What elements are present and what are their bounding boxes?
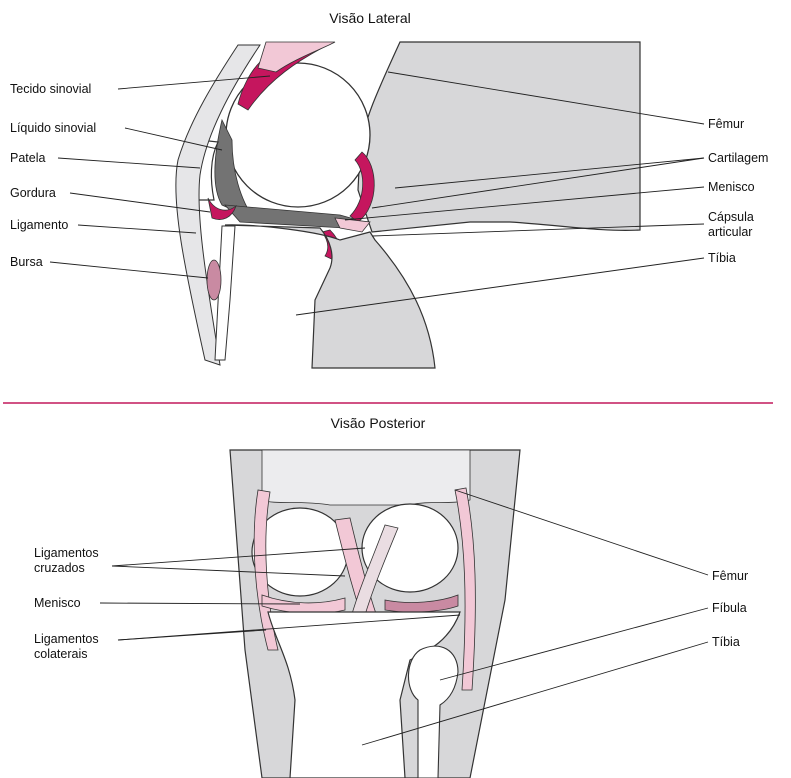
posterior-femur-shaft [262,450,470,505]
label-capsula-line1: Cápsula [708,210,754,224]
label-fibula: Fíbula [712,601,747,615]
label-liquido-sinovial: Líquido sinovial [10,121,96,135]
label-capsula-line2: articular [708,225,752,239]
leader-bursa [50,262,208,278]
label-lig-colaterais-line1: Ligamentos [34,632,99,646]
lateral-meniscus [335,218,370,232]
label-ligamento: Ligamento [10,218,68,232]
label-lig-colaterais-line2: colaterais [34,647,88,661]
posterior-view-title: Visão Posterior [331,415,426,431]
lateral-tibia [225,225,435,368]
label-gordura: Gordura [10,186,56,200]
label-lig-cruzados-line2: cruzados [34,561,85,575]
label-femur-lateral: Fêmur [708,117,744,131]
lateral-bursa [207,260,221,300]
label-cartilagem: Cartilagem [708,151,768,165]
label-tibia-lateral: Tíbia [708,251,736,265]
label-lig-cruzados-line1: Ligamentos [34,546,99,560]
label-bursa: Bursa [10,255,43,269]
lateral-view: Visão Lateral Tecido sinovial Líquido si… [10,10,768,368]
label-patela: Patela [10,151,45,165]
leader-ligamento [78,225,196,233]
label-tecido-sinovial: Tecido sinovial [10,82,91,96]
label-menisco-lateral: Menisco [708,180,755,194]
label-tibia-posterior: Tíbia [712,635,740,649]
lateral-view-title: Visão Lateral [329,10,410,26]
posterior-view: Visão Posterior Ligamentos cruzados Meni… [34,415,748,778]
label-femur-posterior: Fêmur [712,569,748,583]
label-menisco-posterior: Menisco [34,596,81,610]
